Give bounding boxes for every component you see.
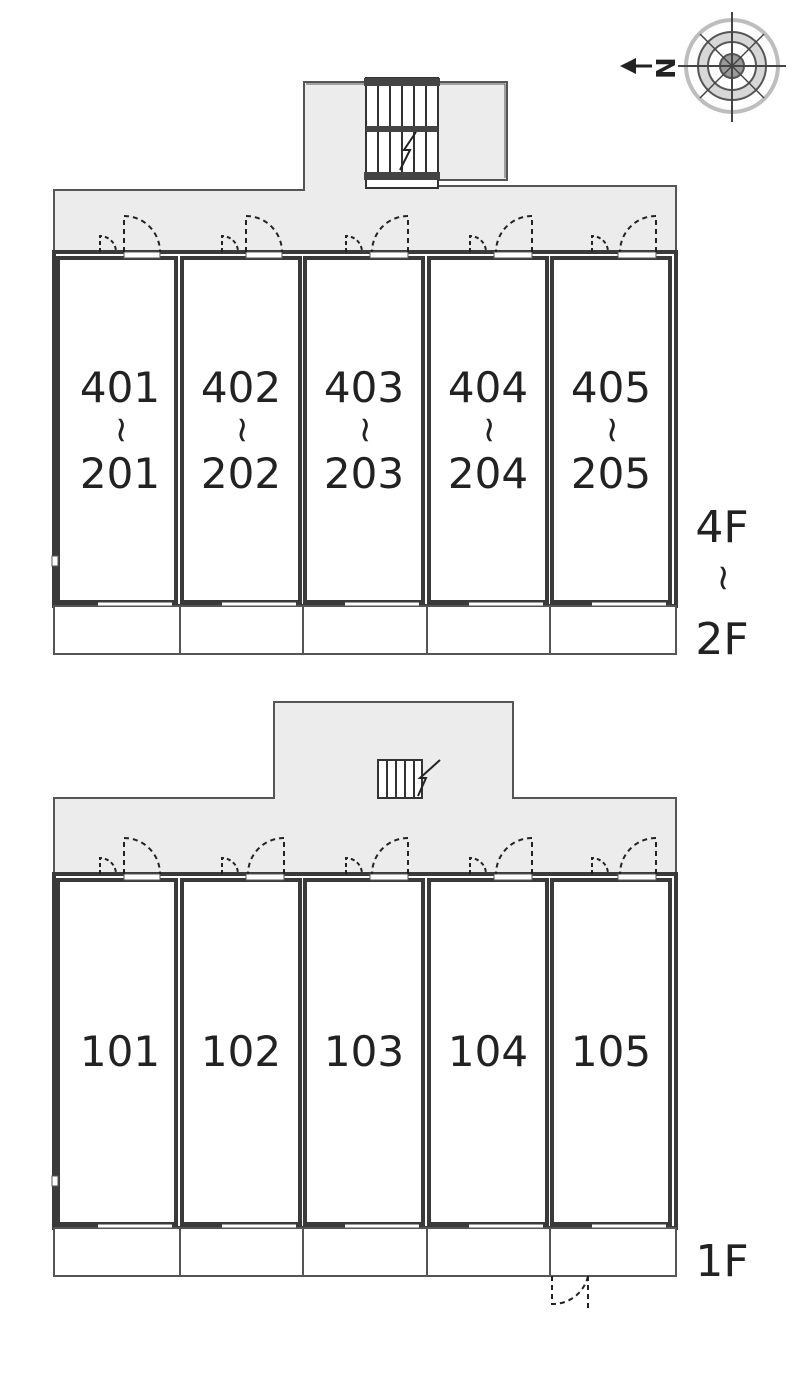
unit-box — [427, 878, 549, 1226]
unit-box — [550, 256, 672, 604]
unit-label-top: 405 — [571, 363, 651, 412]
lower-balcony — [53, 1227, 677, 1277]
unit-box — [180, 878, 302, 1226]
upper-block: 401 ~ 201 402 ~ 202 403 ~ 203 404 ~ 204 … — [51, 77, 749, 665]
upper-doors — [99, 214, 657, 259]
unit-label-bottom: 203 — [324, 449, 404, 498]
compass-letter: N — [652, 57, 682, 79]
unit-label: 104 — [448, 1027, 528, 1076]
unit-label-sep: ~ — [592, 415, 633, 445]
floor-label-1f: 1F — [695, 1236, 748, 1287]
exterior-door-icon — [551, 1275, 589, 1312]
unit-box — [303, 256, 425, 604]
unit-label: 105 — [571, 1027, 651, 1076]
door-icon — [345, 836, 409, 881]
unit-label-sep: ~ — [469, 415, 510, 445]
unit-label-bottom: 202 — [201, 449, 281, 498]
unit-label-top: 401 — [80, 363, 160, 412]
unit-label: 101 — [80, 1027, 160, 1076]
door-icon — [591, 836, 657, 881]
door-icon — [221, 836, 285, 881]
upper-balcony — [53, 605, 677, 655]
door-icon — [99, 214, 161, 259]
floor-label-tilde: ~ — [703, 563, 744, 593]
unit-box — [427, 256, 549, 604]
unit-label-top: 404 — [448, 363, 528, 412]
unit-box — [56, 256, 178, 604]
unit-label-bottom: 205 — [571, 449, 651, 498]
compass-north-icon — [620, 12, 786, 122]
door-icon — [469, 214, 533, 259]
door-icon — [221, 214, 283, 259]
unit-label-bottom: 201 — [80, 449, 160, 498]
unit-label-bottom: 204 — [448, 449, 528, 498]
floor-label-2f: 2F — [695, 614, 748, 665]
floor-label-4f: 4F — [695, 502, 748, 553]
unit-box — [303, 878, 425, 1226]
lower-stairs — [377, 759, 441, 799]
lower-corridor — [53, 701, 677, 875]
unit-box — [56, 878, 178, 1226]
door-icon — [99, 836, 161, 881]
lower-block: 101 102 103 104 105 1F — [51, 701, 749, 1312]
unit-label: 102 — [201, 1027, 281, 1076]
door-icon — [469, 836, 533, 881]
lower-doors — [99, 836, 657, 1312]
unit-label-top: 403 — [324, 363, 404, 412]
door-icon — [345, 214, 409, 259]
upper-stairs — [364, 77, 440, 189]
unit-label-sep: ~ — [345, 415, 386, 445]
unit-box — [550, 878, 672, 1226]
unit-label: 103 — [324, 1027, 404, 1076]
unit-label-sep: ~ — [101, 415, 142, 445]
door-icon — [591, 214, 657, 259]
unit-label-top: 402 — [201, 363, 281, 412]
unit-label-sep: ~ — [222, 415, 263, 445]
unit-box — [180, 256, 302, 604]
